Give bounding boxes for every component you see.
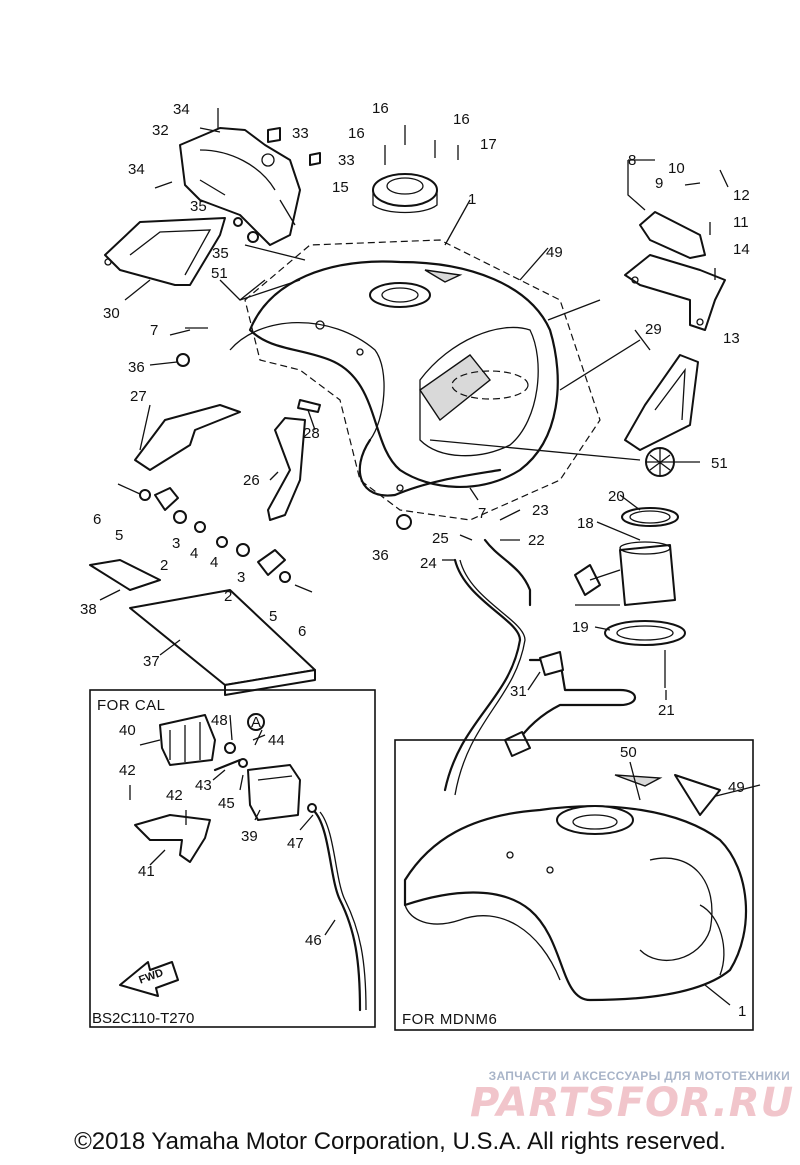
watermark-tagline: ЗАПЧАСТИ И АКСЕССУАРЫ ДЛЯ МОТОТЕХНИКИ — [488, 1069, 790, 1083]
callout-33a: 33 — [292, 125, 309, 142]
callout-16c: 16 — [453, 111, 470, 128]
callout-35a: 35 — [190, 198, 207, 215]
callout-29: 29 — [645, 321, 662, 338]
hose-22 — [483, 538, 532, 607]
callout-50: 50 — [620, 744, 637, 761]
inset-mdnm6-label: FOR MDNM6 — [402, 1011, 497, 1028]
callout-7b: 7 — [478, 505, 486, 522]
callout-16b: 16 — [348, 125, 365, 142]
callout-37: 37 — [143, 653, 160, 670]
callout-35b: 35 — [212, 245, 229, 262]
hose-24 — [443, 558, 526, 796]
callout-36a: 36 — [128, 359, 145, 376]
callout-42b: 42 — [166, 787, 183, 804]
callout-11: 11 — [733, 214, 749, 231]
callout-42a: 42 — [119, 762, 136, 779]
callout-27: 27 — [130, 388, 147, 405]
callout-20: 20 — [608, 488, 625, 505]
callout-21: 21 — [658, 702, 675, 719]
fastener-group-left — [117, 483, 313, 593]
callout-46: 46 — [305, 932, 322, 949]
copyright-notice: ©2018 Yamaha Motor Corporation, U.S.A. A… — [74, 1128, 726, 1155]
callout-9: 9 — [655, 175, 663, 192]
callout-2b: 2 — [224, 588, 232, 605]
bolts-upper — [154, 108, 729, 530]
callout-36b: 36 — [372, 547, 389, 564]
callout-23: 23 — [532, 502, 549, 519]
callout-34b: 34 — [128, 161, 145, 178]
callout-12: 12 — [733, 187, 750, 204]
callout-labels: 1 1 2 2 3 3 4 4 5 5 6 6 7 7 8 9 10 11 12… — [80, 100, 750, 1020]
circle-marker: A — [251, 714, 261, 731]
callout-45: 45 — [218, 795, 235, 812]
callout-1a: 1 — [468, 191, 476, 208]
callout-13: 13 — [723, 330, 740, 347]
callout-51a: 51 — [211, 265, 228, 282]
tank-bracket — [624, 211, 726, 331]
callout-41: 41 — [138, 863, 155, 880]
side-cover-27 — [134, 404, 241, 471]
leader-lines — [99, 127, 761, 801]
callout-24: 24 — [420, 555, 437, 572]
callout-6a: 6 — [93, 511, 101, 528]
callout-19: 19 — [572, 619, 589, 636]
callout-14: 14 — [733, 241, 750, 258]
callout-51b: 51 — [711, 455, 728, 472]
hose-31 — [504, 651, 637, 757]
side-panel-left — [104, 217, 226, 286]
callout-47: 47 — [287, 835, 304, 852]
callout-48: 48 — [211, 712, 228, 729]
callout-8: 8 — [628, 152, 636, 169]
inset-for-cal — [89, 689, 376, 1028]
watermark-logo: PARTSFOR.RU — [470, 1080, 795, 1126]
callout-10: 10 — [668, 160, 685, 177]
inset-for-mdnm6 — [394, 739, 754, 1031]
callout-26: 26 — [243, 472, 260, 489]
callout-28: 28 — [303, 425, 320, 442]
callout-1b: 1 — [738, 1003, 746, 1020]
callout-33b: 33 — [338, 152, 355, 169]
callout-34a: 34 — [173, 101, 190, 118]
fwd-arrow-icon — [119, 961, 179, 997]
fuel-tank-main — [229, 239, 601, 521]
callout-39: 39 — [241, 828, 258, 845]
pad-38 — [89, 559, 161, 591]
callout-17: 17 — [480, 136, 497, 153]
damper-28 — [297, 399, 321, 413]
callout-44: 44 — [268, 732, 285, 749]
callout-4b: 4 — [210, 554, 218, 571]
callout-16a: 16 — [372, 100, 389, 117]
callout-4a: 4 — [190, 545, 198, 562]
inset-cal-label: FOR CAL — [97, 697, 166, 714]
reference-code: BS2C110-T270 — [92, 1010, 195, 1027]
callout-49a: 49 — [546, 244, 563, 261]
grommet-51 — [645, 447, 675, 477]
callout-49b: 49 — [728, 779, 745, 796]
callout-18: 18 — [577, 515, 594, 532]
callout-3b: 3 — [237, 569, 245, 586]
fuel-pump-assembly — [574, 507, 686, 688]
callout-31: 31 — [510, 683, 527, 700]
callout-30: 30 — [103, 305, 120, 322]
callout-22: 22 — [528, 532, 545, 549]
callout-43: 43 — [195, 777, 212, 794]
callout-3a: 3 — [172, 535, 180, 552]
tank-top-cover — [179, 127, 301, 246]
callout-2a: 2 — [160, 557, 168, 574]
side-cover-26 — [267, 417, 306, 521]
callout-5b: 5 — [269, 608, 277, 625]
fuel-filler-cap — [372, 173, 438, 214]
side-cover-right — [624, 354, 699, 451]
callout-40: 40 — [119, 722, 136, 739]
callout-6b: 6 — [298, 623, 306, 640]
pad-37 — [129, 589, 316, 696]
callout-25: 25 — [432, 530, 449, 547]
callout-7a: 7 — [150, 322, 158, 339]
callout-38: 38 — [80, 601, 97, 618]
callout-15: 15 — [332, 179, 349, 196]
callout-32: 32 — [152, 122, 169, 139]
callout-5a: 5 — [115, 527, 123, 544]
